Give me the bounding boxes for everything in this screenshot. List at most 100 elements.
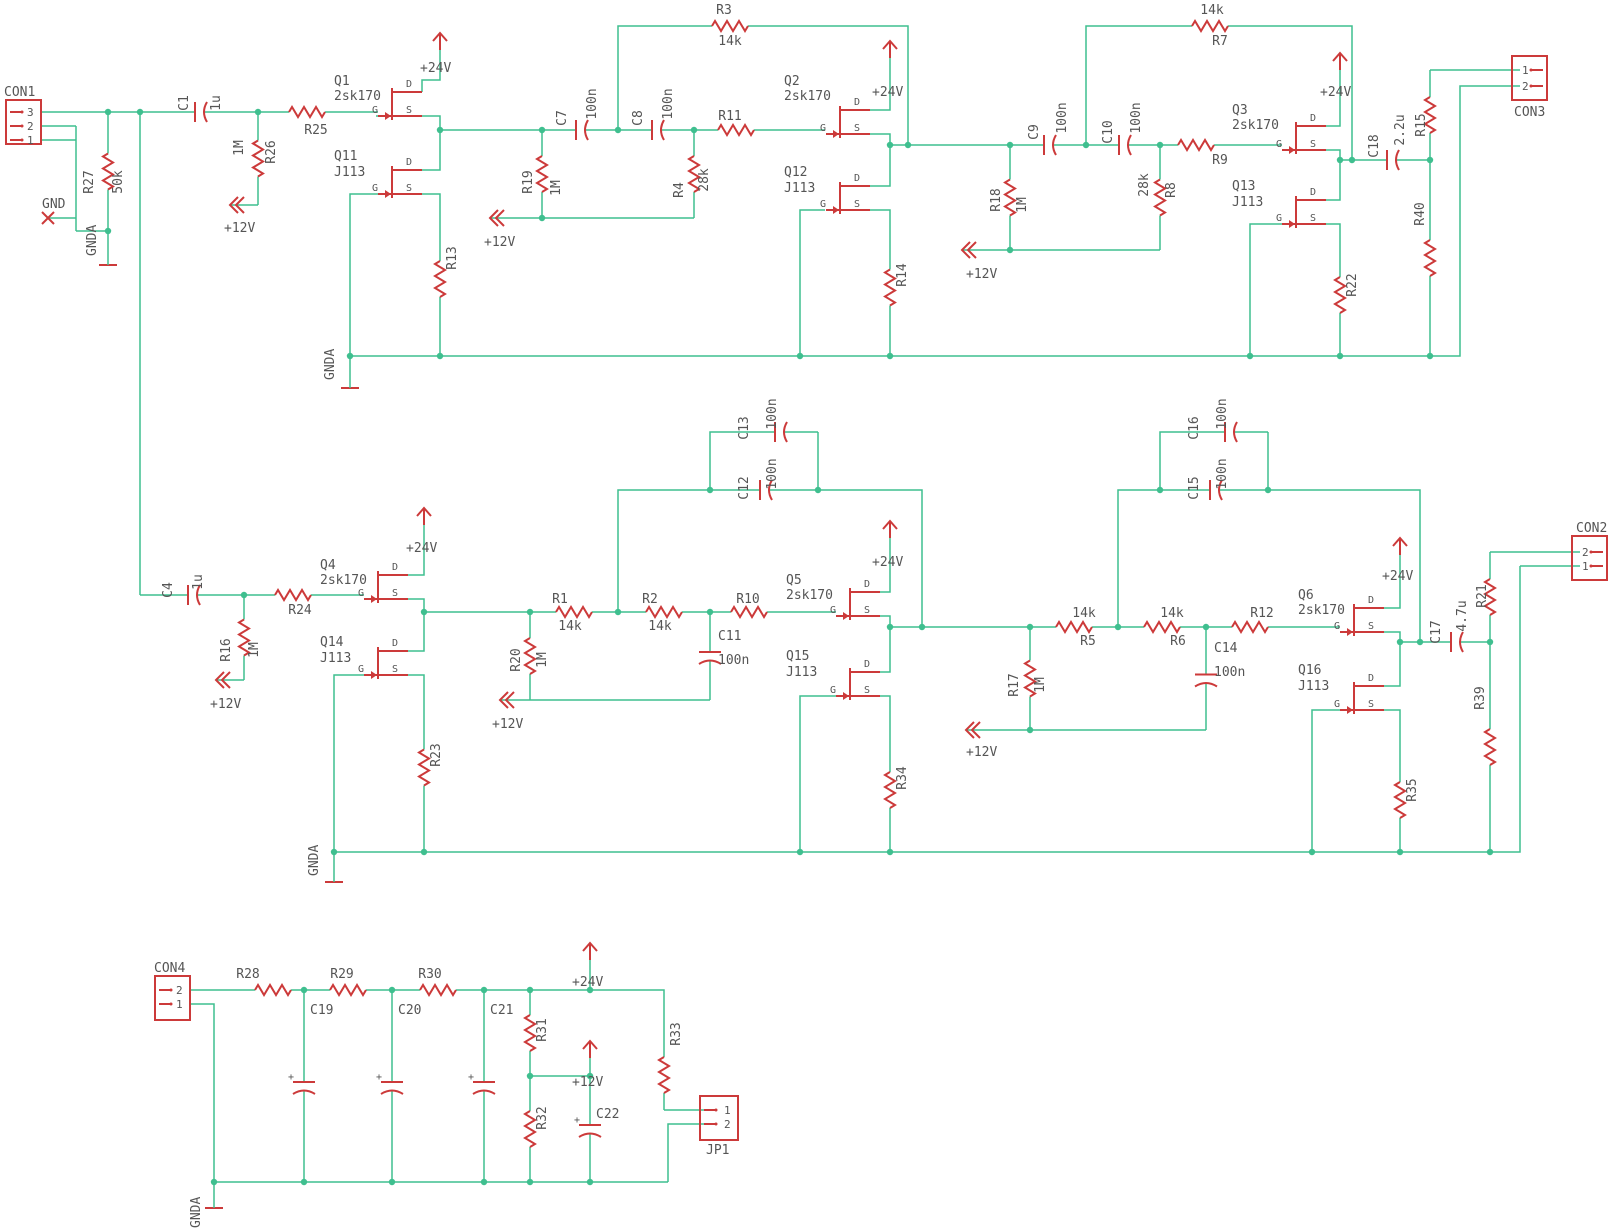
capacitor-value: 100n xyxy=(1214,665,1245,680)
source-pin-label: S xyxy=(854,123,860,134)
junction-dot xyxy=(1156,486,1164,494)
resistor-name: R28 xyxy=(236,967,259,982)
gate-pin-label: G xyxy=(1334,699,1340,710)
connector-pin-number: 1 xyxy=(176,998,183,1011)
resistor-r33: R33 xyxy=(657,1022,684,1094)
resistor-value: 14k xyxy=(1160,606,1184,621)
junction-dot xyxy=(586,986,594,994)
resistor-value: 1M xyxy=(247,642,262,658)
junction-dot xyxy=(796,352,804,360)
polarity-plus-icon: + xyxy=(468,1072,474,1083)
supply-label: +24V xyxy=(572,975,603,990)
junction-dot xyxy=(614,126,622,134)
resistor-name: R8 xyxy=(1164,182,1179,198)
gate-pin-label: G xyxy=(1334,621,1340,632)
gnda-label: GNDA xyxy=(189,1197,204,1228)
supply-label: +24V xyxy=(420,61,451,76)
supply-v12: +12V xyxy=(210,671,241,712)
junction-dot xyxy=(300,986,308,994)
transistor-value: J113 xyxy=(334,165,365,180)
capacitor-value: 100n xyxy=(1055,102,1070,133)
polarity-plus-icon: + xyxy=(376,1072,382,1083)
capacitor-value: 1u xyxy=(191,574,206,590)
no-connect-icon xyxy=(41,211,55,225)
supply-v12: +12V xyxy=(484,209,515,250)
junction-dot xyxy=(538,214,546,222)
junction-dot xyxy=(436,126,444,134)
transistor-value: 2sk170 xyxy=(1298,603,1345,618)
capacitor-c9: C9 100n xyxy=(1027,102,1070,156)
capacitor-value: 100n xyxy=(765,398,780,429)
supply-v24: +24V xyxy=(872,519,903,570)
resistor-r22: R22 xyxy=(1333,273,1360,314)
polarity-plus-icon: + xyxy=(574,1115,580,1126)
capacitor-name: C20 xyxy=(398,1003,421,1018)
resistor-r28: R28 xyxy=(236,967,292,997)
junction-dot xyxy=(420,608,428,616)
resistor-name: R10 xyxy=(736,592,759,607)
resistor-value: 1M xyxy=(1033,677,1048,693)
capacitor-value: 2.2u xyxy=(1393,114,1408,145)
capacitor-name: C9 xyxy=(1027,124,1042,140)
resistor-r10: R10 xyxy=(730,592,768,619)
supply-label: +24V xyxy=(406,541,437,556)
supply-label: +12V xyxy=(966,267,997,282)
junction-dot xyxy=(706,608,714,616)
capacitor-name: C1 xyxy=(177,95,192,111)
connector-pin-number: 2 xyxy=(27,120,34,133)
drain-pin-label: D xyxy=(392,638,398,649)
junction-dot xyxy=(1348,156,1356,164)
junction-dot xyxy=(1396,638,1404,646)
connector-name: CON3 xyxy=(1514,105,1545,120)
junction-dot xyxy=(538,126,546,134)
source-pin-label: S xyxy=(864,685,870,696)
resistor-r34: R34 xyxy=(883,766,910,809)
resistor-name: R16 xyxy=(219,638,234,661)
supply-label: +12V xyxy=(572,1075,603,1090)
capacitor-name: C11 xyxy=(718,629,741,644)
connector-pin-number: 3 xyxy=(27,106,34,119)
resistor-r14: R14 xyxy=(883,263,910,307)
resistor-value: 1M xyxy=(549,180,564,196)
junction-dot xyxy=(1156,141,1164,149)
gnda-label: GNDA xyxy=(323,349,338,380)
gate-pin-label: G xyxy=(372,105,378,116)
resistor-r40: R40 xyxy=(1413,202,1437,277)
junction-dot xyxy=(886,141,894,149)
resistor-name: R26 xyxy=(264,140,279,163)
junction-dot xyxy=(104,227,112,235)
junction-dot xyxy=(690,126,698,134)
resistor-name: R14 xyxy=(895,263,910,287)
transistor-name: Q1 xyxy=(334,74,350,89)
capacitor-name: C17 xyxy=(1429,620,1444,643)
resistor-name: R1 xyxy=(552,592,568,607)
resistor-name: R5 xyxy=(1080,634,1096,649)
junction-dot xyxy=(886,352,894,360)
connector-pin-number: 2 xyxy=(1522,80,1529,93)
capacitor-name: C7 xyxy=(555,110,570,126)
resistor-value: 14k xyxy=(718,34,742,49)
source-pin-label: S xyxy=(1310,213,1316,224)
resistor-name: R34 xyxy=(895,766,910,790)
transistor-name: Q16 xyxy=(1298,663,1321,678)
resistor-name: R30 xyxy=(418,967,441,982)
resistor-r9: R9 xyxy=(1177,138,1228,168)
